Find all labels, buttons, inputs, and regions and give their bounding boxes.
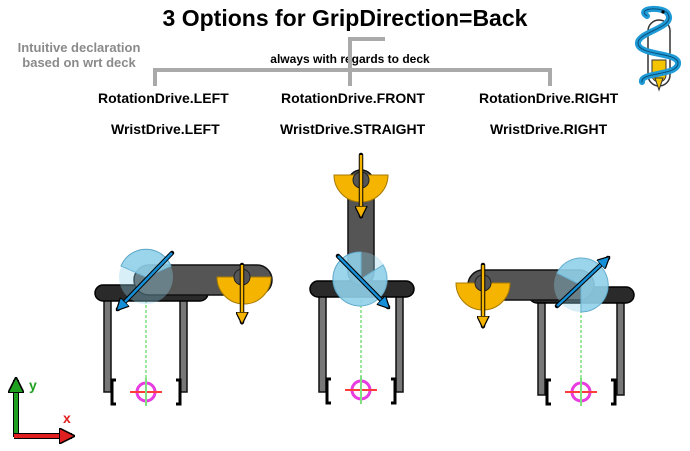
finger-right [179,289,188,393]
rotation-arrow [118,252,173,309]
gripper-left [94,248,273,406]
deck-bracket [153,37,552,86]
side-note: Intuitive declaration based on wrt deck [17,40,141,70]
gripper-right [455,258,635,406]
page-title: 3 Options for GripDirection=Back [162,5,528,31]
finger-left [103,289,112,393]
option-right-rotation-label: RotationDrive.RIGHT [479,90,619,106]
gripper-front [309,152,415,405]
option-right-wrist-label: WristDrive.RIGHT [490,121,608,137]
axes-indicator: y x [14,377,72,437]
option-straight-wrist-label: WristDrive.STRAIGHT [280,121,426,137]
snake-logo-icon [635,6,681,92]
x-axis-label: x [63,410,71,426]
option-left-rotation-label: RotationDrive.LEFT [98,90,229,106]
option-left-wrist-label: WristDrive.LEFT [111,121,220,137]
y-axis-label: y [29,377,37,393]
option-front-rotation-label: RotationDrive.FRONT [281,90,425,106]
target-marker [110,378,182,406]
